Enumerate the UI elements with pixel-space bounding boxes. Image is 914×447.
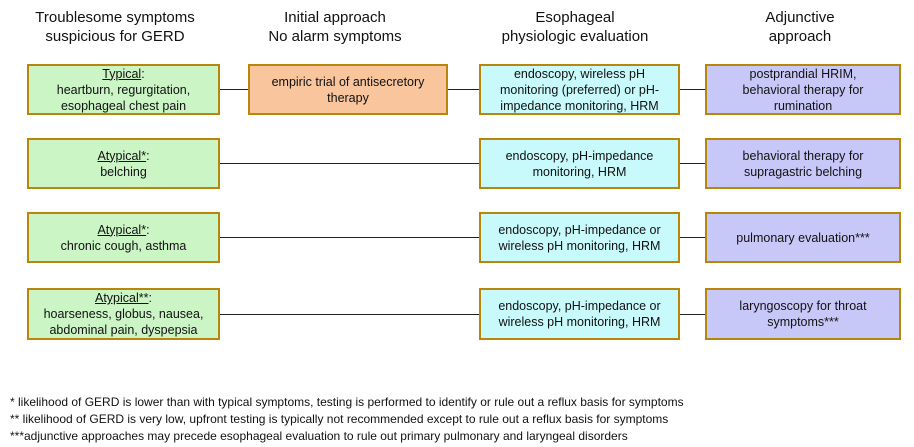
connector-row3-b (679, 237, 706, 238)
symptom-text: chronic cough, asthma (60, 238, 187, 253)
symptom-box-hoarseness: Atypical**: hoarseness, globus, nausea, … (27, 288, 220, 340)
header-adjunctive-line1: Adjunctive (765, 9, 835, 26)
header-initial-line2: No alarm symptoms (268, 28, 402, 45)
adjunctive-text: symptoms*** (767, 315, 839, 329)
symptom-heading: Typical: (102, 66, 145, 81)
symptom-text: heartburn, regurgitation, (56, 82, 191, 97)
evaluation-text: monitoring, HRM (532, 164, 627, 179)
evaluation-box-2: endoscopy, pH-impedance monitoring, HRM (479, 138, 680, 189)
symptom-text: abdominal pain, dyspepsia (49, 323, 198, 337)
symptom-text: belching (100, 164, 147, 179)
footnote-1: * likelihood of GERD is lower than with … (10, 395, 684, 409)
footnote-2: ** likelihood of GERD is very low, upfro… (10, 412, 669, 426)
header-symptoms: Troublesome symptoms suspicious for GERD (10, 8, 220, 46)
symptom-text: esophageal chest pain (60, 98, 187, 113)
evaluation-text: wireless pH monitoring, HRM (498, 315, 661, 329)
evaluation-text: endoscopy, pH-impedance or (498, 222, 661, 237)
header-symptoms-line1: Troublesome symptoms (35, 9, 195, 26)
evaluation-box-1: endoscopy, wireless pH monitoring (prefe… (479, 64, 680, 115)
evaluation-text: impedance monitoring, HRM (500, 98, 659, 113)
connector-row2-a (219, 163, 480, 164)
evaluation-text: endoscopy, pH-impedance (505, 148, 654, 163)
adjunctive-text: supragastric belching (743, 164, 863, 179)
evaluation-box-3: endoscopy, pH-impedance or wireless pH m… (479, 212, 680, 263)
header-adjunctive: Adjunctive approach (700, 8, 900, 46)
symptom-heading: Atypical**: (95, 291, 152, 305)
connector-row2-b (679, 163, 706, 164)
symptom-text: hoarseness, globus, nausea, (43, 307, 204, 321)
adjunctive-text: laryngoscopy for throat (739, 299, 867, 313)
header-evaluation: Esophageal physiologic evaluation (470, 8, 680, 46)
header-initial-line1: Initial approach (284, 9, 386, 26)
footnote-3: ***adjunctive approaches may precede eso… (10, 429, 628, 443)
adjunctive-text: pulmonary evaluation*** (736, 230, 870, 245)
adjunctive-box-2: behavioral therapy for supragastric belc… (705, 138, 901, 189)
evaluation-text: endoscopy, wireless pH (513, 66, 646, 81)
evaluation-text: wireless pH monitoring, HRM (498, 238, 661, 253)
initial-text: therapy (327, 90, 369, 105)
adjunctive-box-1: postprandial HRIM, behavioral therapy fo… (705, 64, 901, 115)
adjunctive-box-4: laryngoscopy for throat symptoms*** (705, 288, 901, 340)
adjunctive-box-3: pulmonary evaluation*** (705, 212, 901, 263)
connector-row4-b (679, 314, 706, 315)
symptom-box-typical: Typical: heartburn, regurgitation, esoph… (27, 64, 220, 115)
adjunctive-text: behavioral therapy for (742, 82, 864, 97)
evaluation-text: endoscopy, pH-impedance or (498, 299, 661, 313)
symptom-heading: Atypical*: (97, 222, 150, 237)
symptom-heading: Atypical*: (97, 148, 150, 163)
initial-text: empiric trial of antisecretory (271, 74, 425, 89)
symptom-box-cough: Atypical*: chronic cough, asthma (27, 212, 220, 263)
connector-row1-b (447, 89, 480, 90)
header-evaluation-line2: physiologic evaluation (501, 28, 649, 45)
adjunctive-text: rumination (773, 98, 833, 113)
header-evaluation-line1: Esophageal (535, 9, 615, 26)
evaluation-box-4: endoscopy, pH-impedance or wireless pH m… (479, 288, 680, 340)
header-adjunctive-line2: approach (768, 28, 832, 45)
adjunctive-text: postprandial HRIM, (749, 66, 857, 81)
connector-row1-c (679, 89, 706, 90)
symptom-box-belching: Atypical*: belching (27, 138, 220, 189)
connector-row4-a (219, 314, 480, 315)
adjunctive-text: behavioral therapy for (742, 148, 864, 163)
connector-row1-a (219, 89, 249, 90)
evaluation-text: monitoring (preferred) or pH- (499, 82, 660, 97)
connector-row3-a (219, 237, 480, 238)
initial-approach-box: empiric trial of antisecretory therapy (248, 64, 448, 115)
header-symptoms-line2: suspicious for GERD (45, 28, 185, 45)
header-initial-approach: Initial approach No alarm symptoms (235, 8, 435, 46)
